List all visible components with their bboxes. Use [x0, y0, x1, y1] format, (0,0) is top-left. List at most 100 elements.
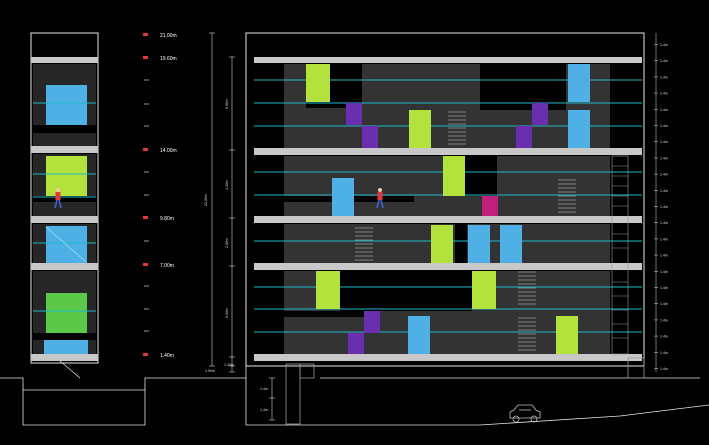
- ground-stair: [627, 357, 645, 379]
- lime-panel: [409, 110, 431, 148]
- tower-slab: [31, 216, 98, 223]
- right-scale-label: 1.4m: [660, 254, 668, 258]
- purple-panel: [348, 333, 364, 354]
- marker-square: [143, 56, 148, 59]
- stair-diagonal: [59, 360, 81, 379]
- blue-panel: [46, 85, 87, 125]
- black-band: [33, 125, 96, 133]
- floor-slab: [254, 148, 642, 155]
- dimension-lines: [209, 32, 275, 421]
- elevation-marker: 1.40m: [143, 353, 174, 359]
- floor-slab: [254, 57, 642, 63]
- elevation-marker: 9.80m: [143, 216, 174, 222]
- stair-diagonal: [45, 226, 87, 263]
- right-scale-label: 1.4m: [660, 156, 668, 160]
- marker-ticks: [144, 79, 149, 332]
- marker-square: [143, 263, 148, 266]
- purple-panel: [532, 103, 548, 125]
- car-icon: [509, 404, 541, 423]
- marker-square: [143, 216, 148, 219]
- marker-square: [143, 353, 148, 356]
- black-void: [306, 100, 362, 108]
- right-scale-label: 1.4m: [660, 318, 668, 322]
- stair-hatch: [355, 111, 576, 351]
- right-scale-label: 1.4m: [660, 59, 668, 63]
- lime-panel: [472, 271, 496, 309]
- black-void: [284, 311, 376, 317]
- basement-outline: [245, 366, 320, 426]
- right-scale-label: 1.4m: [660, 237, 668, 241]
- tower-slab: [31, 57, 98, 63]
- tower-slab: [31, 263, 98, 270]
- blue-panel: [468, 225, 490, 263]
- right-scale-label: 1.4m: [660, 43, 668, 47]
- person-figure-icon: [54, 188, 62, 209]
- tower-slab: [31, 146, 98, 153]
- blue-panel: [408, 316, 430, 354]
- stair-column: [611, 155, 629, 355]
- dim-low: 2.80m: [225, 238, 229, 248]
- marker-label: 7.00m: [160, 263, 174, 269]
- black-void: [455, 224, 467, 263]
- black-void: [480, 64, 566, 104]
- dim-basement-1: 1.4m: [260, 387, 268, 391]
- main-building-section: [245, 32, 645, 367]
- elevation-markers: 21.00m 19.60m 14.00m 9.80m 7.00m 1.40m: [143, 33, 177, 359]
- blue-panel: [568, 64, 590, 102]
- lime-panel: [306, 64, 330, 102]
- building-outline: [245, 32, 645, 367]
- right-scale-label: 1.4m: [660, 286, 668, 290]
- blue-panel: [332, 178, 354, 216]
- elevation-marker: 7.00m: [143, 263, 174, 269]
- lime-panel: [443, 156, 465, 196]
- lime-panel: [556, 316, 578, 354]
- dim-upper: 5.60m: [225, 99, 229, 109]
- tower-outline: [30, 32, 99, 364]
- left-section-tower: [30, 32, 99, 379]
- elevation-marker: 14.00m: [143, 148, 177, 154]
- right-scale-label: 1.4m: [660, 335, 668, 339]
- black-void: [480, 104, 566, 110]
- marker-label: 9.80m: [160, 216, 174, 222]
- elevation-marker: 19.60m: [143, 56, 177, 62]
- lime-panel: [316, 271, 340, 309]
- black-void: [330, 64, 362, 100]
- right-scale-label: 1.4m: [660, 75, 668, 79]
- dimension-labels: 22.00m 5.60m 4.20m 2.80m 5.60m 1.00m 1.4…: [204, 99, 268, 412]
- lime-panel: [46, 156, 87, 196]
- marker-label: 1.40m: [160, 353, 174, 359]
- ground-and-basement: [0, 357, 709, 426]
- purple-panel: [346, 103, 362, 125]
- dim-ground-gap: 1.00m: [205, 369, 215, 373]
- stair-column-steps: [612, 165, 628, 339]
- right-scale-label: 1.4m: [660, 351, 668, 355]
- marker-label: 14.00m: [160, 148, 177, 154]
- blue-panel: [568, 110, 590, 148]
- dim-mid: 4.20m: [225, 180, 229, 190]
- dim-base: 5.60m: [225, 308, 229, 318]
- right-scale: 1.4m 1.4m 1.4m 1.4m 1.4m 1.4m 1.4m 1.4m 1.4m 1.4m…: [654, 33, 668, 372]
- ramp-line: [320, 404, 709, 426]
- purple-panel: [516, 126, 532, 148]
- black-void: [463, 156, 497, 196]
- elevation-marker: 21.00m: [143, 33, 177, 39]
- marker-label: 21.00m: [160, 33, 177, 39]
- right-scale-label: 1.4m: [660, 189, 668, 193]
- tower-slab: [31, 354, 98, 361]
- floor-slab: [254, 354, 642, 361]
- right-scale-label: 1.4m: [660, 221, 668, 225]
- right-scale-label: 1.4m: [660, 302, 668, 306]
- right-scale-label: 1.4m: [660, 92, 668, 96]
- basement-stair: [285, 363, 301, 425]
- right-scale-label: 1.4m: [660, 270, 668, 274]
- purple-panel: [362, 126, 378, 148]
- black-band: [33, 333, 96, 340]
- blue-panel: [44, 340, 88, 354]
- black-band: [33, 196, 96, 202]
- purple-panel: [364, 311, 380, 333]
- blue-panel: [500, 225, 522, 263]
- magenta-panel: [482, 196, 498, 216]
- marker-square: [143, 33, 148, 36]
- right-scale-label: 1.4m: [660, 367, 668, 371]
